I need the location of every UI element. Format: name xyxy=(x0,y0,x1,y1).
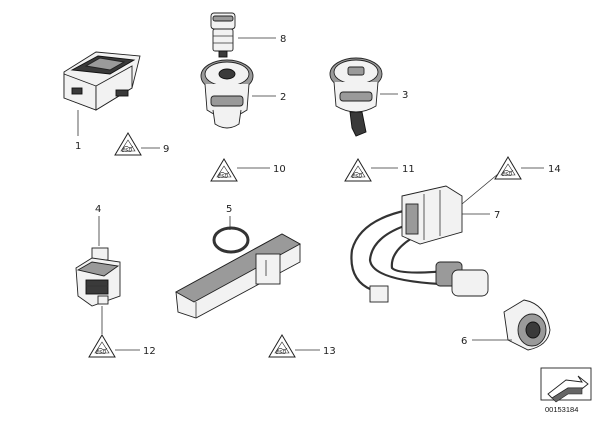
leader-14b xyxy=(461,173,499,205)
part-6-socket xyxy=(503,299,551,351)
callout-9: 9 xyxy=(163,144,169,155)
part-7-harness xyxy=(350,185,489,303)
esd-warning-triangle-icon: ESD xyxy=(210,158,238,182)
callout-8: 8 xyxy=(280,34,286,45)
callout-6: 6 xyxy=(461,336,467,347)
svg-text:ESD: ESD xyxy=(218,174,228,180)
callout-1: 1 xyxy=(75,141,81,152)
esd-warning-triangle-icon: ESD xyxy=(114,132,142,156)
part-3-socket xyxy=(329,57,383,137)
callout-10: 10 xyxy=(273,164,286,175)
callout-13: 13 xyxy=(323,346,336,357)
part-2-socket xyxy=(200,59,254,129)
svg-text:ESD: ESD xyxy=(502,172,512,178)
callout-5: 5 xyxy=(226,204,232,215)
esd-warning-triangle-icon: ESD xyxy=(88,334,116,358)
callout-12: 12 xyxy=(143,346,156,357)
esd-warning-triangle-icon: ESD xyxy=(344,158,372,182)
esd-warning-triangle-icon: ESD xyxy=(268,334,296,358)
part-5-module xyxy=(175,226,301,319)
svg-text:ESD: ESD xyxy=(276,350,286,356)
callout-14: 14 xyxy=(548,164,561,175)
reference-number: 00153184 xyxy=(545,405,578,414)
svg-text:ESD: ESD xyxy=(122,148,132,154)
esd-warning-triangle-icon: ESD xyxy=(494,156,522,180)
part-1-switch xyxy=(63,51,141,111)
part-4-switch xyxy=(75,247,121,307)
svg-text:ESD: ESD xyxy=(352,174,362,180)
callout-2: 2 xyxy=(280,92,286,103)
callout-4: 4 xyxy=(95,204,101,215)
callout-7: 7 xyxy=(494,210,500,221)
callout-11: 11 xyxy=(402,164,415,175)
arrow-box-icon xyxy=(540,367,592,403)
callout-3: 3 xyxy=(402,90,408,101)
part-8-plug xyxy=(210,12,236,58)
svg-text:ESD: ESD xyxy=(96,350,106,356)
